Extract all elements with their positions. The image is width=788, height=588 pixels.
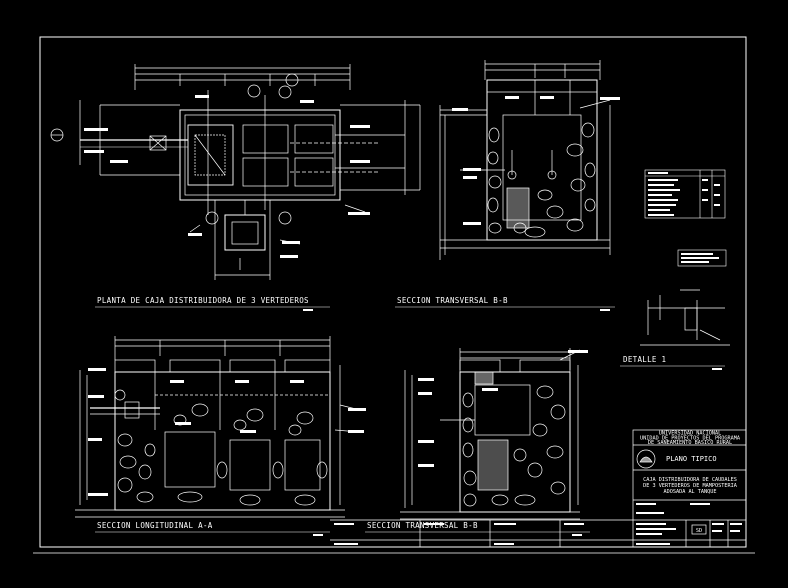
title-block-text: UNIVERSIDAD NACIONAL UNIDAD DE PROYECTOS… [640,431,741,535]
title-block-fields [334,503,742,545]
schedule-table-rows [648,172,720,216]
sheet-border [39,36,747,548]
sheet-code: SD [696,528,702,534]
plan-view-labels [84,95,370,258]
institution-line-3: DE SANEAMIENTO BASICO RURAL [648,440,732,446]
plan-view [50,64,421,280]
title-plan: PLANTA DE CAJA DISTRIBUIDORA DE 3 VERTED… [97,296,309,305]
schedule-table [644,169,726,219]
notes-block-lines [681,253,719,263]
notes-block [677,249,727,267]
title-section-aa: SECCION LONGITUDINAL A-A [97,521,213,530]
title-section-bb-bottom: SECCION TRANSVERSAL B-B [367,521,478,530]
description-line-3: ADOSADA AL TANQUE [663,489,716,495]
title-section-bb-top: SECCION TRANSVERSAL B-B [397,296,508,305]
plan-label: PLANO TIPICO [666,455,717,463]
description-line-1: CAJA DISTRIBUIDORA DE CAUDALES [643,477,737,483]
section-aa-labels [88,368,366,496]
section-bb-bottom-labels [418,350,588,467]
section-bb-top-view [439,60,611,260]
description-line-2: DE 3 VERTEDEROS DE MAMPOSTERIA [643,483,738,489]
title-block [330,429,747,548]
title-detail-1: DETALLE 1 [623,355,666,364]
institution-line-2: UNIDAD DE PROYECTOS DEL PROGRAMA [640,436,741,442]
view-titles: PLANTA DE CAJA DISTRIBUIDORA DE 3 VERTED… [95,296,725,536]
institution-line-1: UNIVERSIDAD NACIONAL [659,431,721,437]
section-bb-bottom-view [400,348,581,520]
section-bb-top-labels [452,96,620,225]
detail-1-view [640,289,730,346]
section-aa-view [75,336,361,518]
